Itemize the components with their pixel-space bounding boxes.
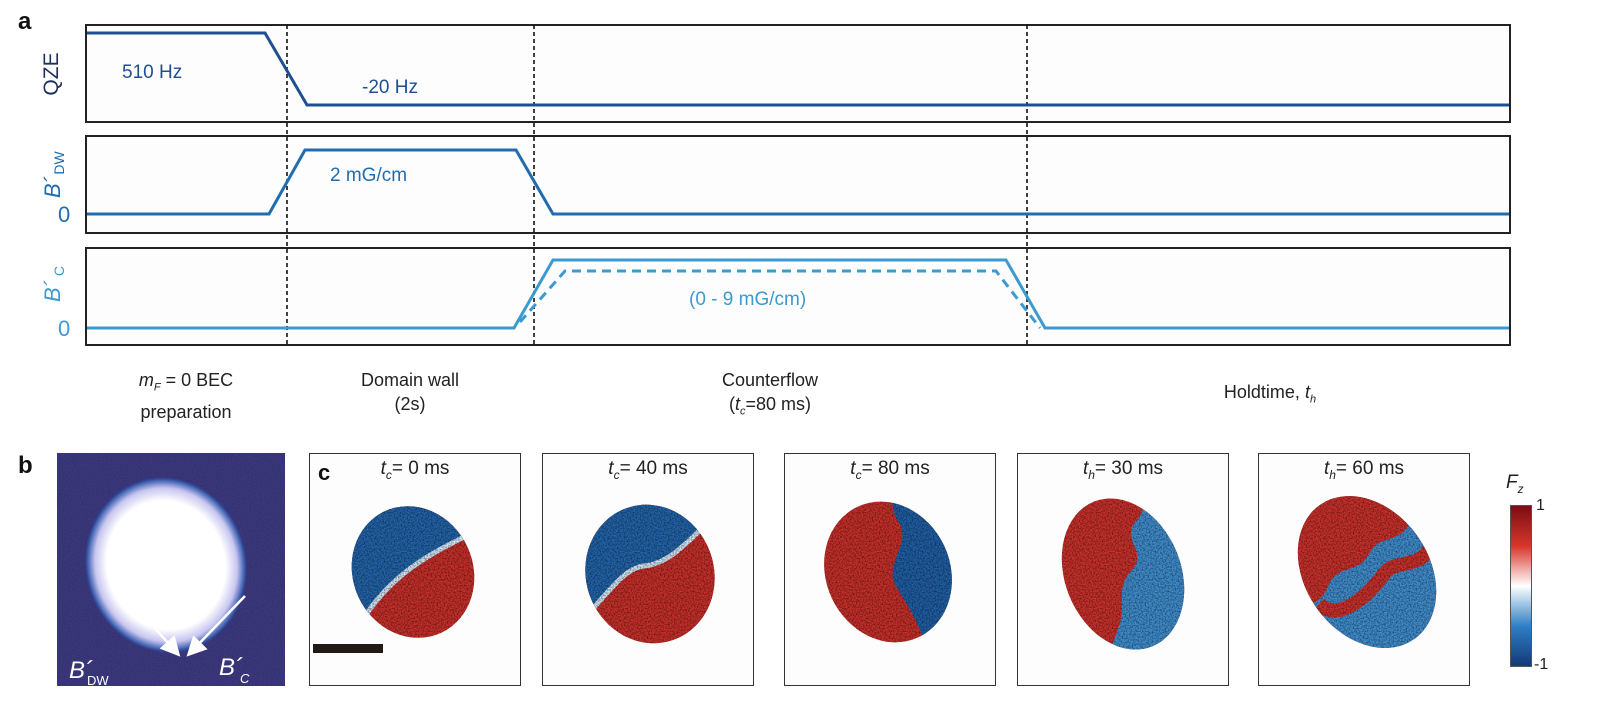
frame-title: th= 30 ms bbox=[1082, 458, 1164, 482]
frame-title: th= 60 ms bbox=[1323, 458, 1405, 482]
bdw-arrow-label: B´DW bbox=[69, 657, 109, 686]
colorbar-max: 1 bbox=[1536, 497, 1545, 514]
atom-cloud bbox=[83, 475, 249, 655]
svg-text:B´: B´ bbox=[40, 176, 65, 198]
bc-trace-max bbox=[87, 258, 1509, 330]
timing-sequence-chart: 510 Hz -20 Hz 2 mG/cm (0 - 9 mG/cm) QZE … bbox=[40, 24, 1511, 346]
spin-density-image bbox=[1040, 479, 1206, 669]
frame-title: tc= 0 ms bbox=[380, 458, 450, 482]
phase-label-bec-preparation: mF = 0 BEC preparation bbox=[138, 370, 234, 422]
svg-text:B´: B´ bbox=[219, 654, 243, 681]
qze-plot-frame bbox=[85, 24, 1511, 123]
bdw-zero-tick: 0 bbox=[58, 202, 70, 227]
scale-bar bbox=[313, 644, 383, 653]
qze-final-value: -20 Hz bbox=[362, 77, 418, 98]
spin-density-image bbox=[565, 486, 735, 662]
bc-arrow-icon bbox=[186, 595, 246, 657]
panel-label-c: c bbox=[318, 460, 331, 485]
spin-density-image bbox=[1269, 469, 1465, 675]
frame-th-60ms: th= 60 ms bbox=[1258, 453, 1470, 686]
frame-title: tc= 80 ms bbox=[850, 458, 930, 482]
colorbar-min: -1 bbox=[1534, 656, 1549, 673]
panel-label-b: b bbox=[18, 452, 33, 479]
qze-initial-value: 510 Hz bbox=[122, 62, 182, 83]
colorbar-label: Fz bbox=[1506, 472, 1524, 496]
svg-text:C: C bbox=[240, 671, 250, 686]
bdw-value: 2 mG/cm bbox=[330, 165, 407, 186]
qze-trace bbox=[87, 31, 1509, 107]
bc-axis-label: B´ C bbox=[40, 266, 67, 302]
svg-text:DW: DW bbox=[51, 151, 67, 175]
frame-tc-0ms: c tc= 0 ms bbox=[309, 453, 521, 686]
bc-trace-partial-dashed bbox=[518, 269, 1042, 329]
svg-text:B´: B´ bbox=[69, 657, 93, 684]
frame-tc-40ms: tc= 40 ms bbox=[542, 453, 754, 686]
bc-arrow-label: B´C bbox=[219, 654, 250, 686]
colorbar bbox=[1510, 505, 1532, 667]
bdw-plot-frame bbox=[85, 135, 1511, 234]
bdw-arrow-icon bbox=[118, 587, 181, 657]
svg-text:B´: B´ bbox=[40, 280, 65, 302]
bdw-trace bbox=[87, 148, 1509, 216]
panel-label-a: a bbox=[18, 8, 32, 35]
spin-density-image bbox=[330, 485, 496, 659]
svg-text:C: C bbox=[51, 266, 67, 276]
frame-th-30ms: th= 30 ms bbox=[1017, 453, 1229, 686]
phase-label-domain-wall: Domain wall (2s) bbox=[360, 370, 460, 414]
absorption-image: B´DW B´C bbox=[57, 453, 285, 686]
phase-label-counterflow: Counterflow (tc=80 ms) bbox=[721, 370, 819, 418]
bdw-axis-label: B´ DW bbox=[40, 151, 67, 198]
frame-title: tc= 40 ms bbox=[608, 458, 688, 482]
svg-text:DW: DW bbox=[87, 673, 109, 686]
frame-tc-80ms: tc= 80 ms bbox=[784, 453, 996, 686]
qze-axis-label: QZE bbox=[40, 52, 63, 95]
bc-range-value: (0 - 9 mG/cm) bbox=[689, 289, 806, 310]
bc-zero-tick: 0 bbox=[58, 316, 70, 341]
phase-label-holdtime: Holdtime, th bbox=[1223, 382, 1317, 406]
spin-density-image bbox=[801, 480, 975, 664]
